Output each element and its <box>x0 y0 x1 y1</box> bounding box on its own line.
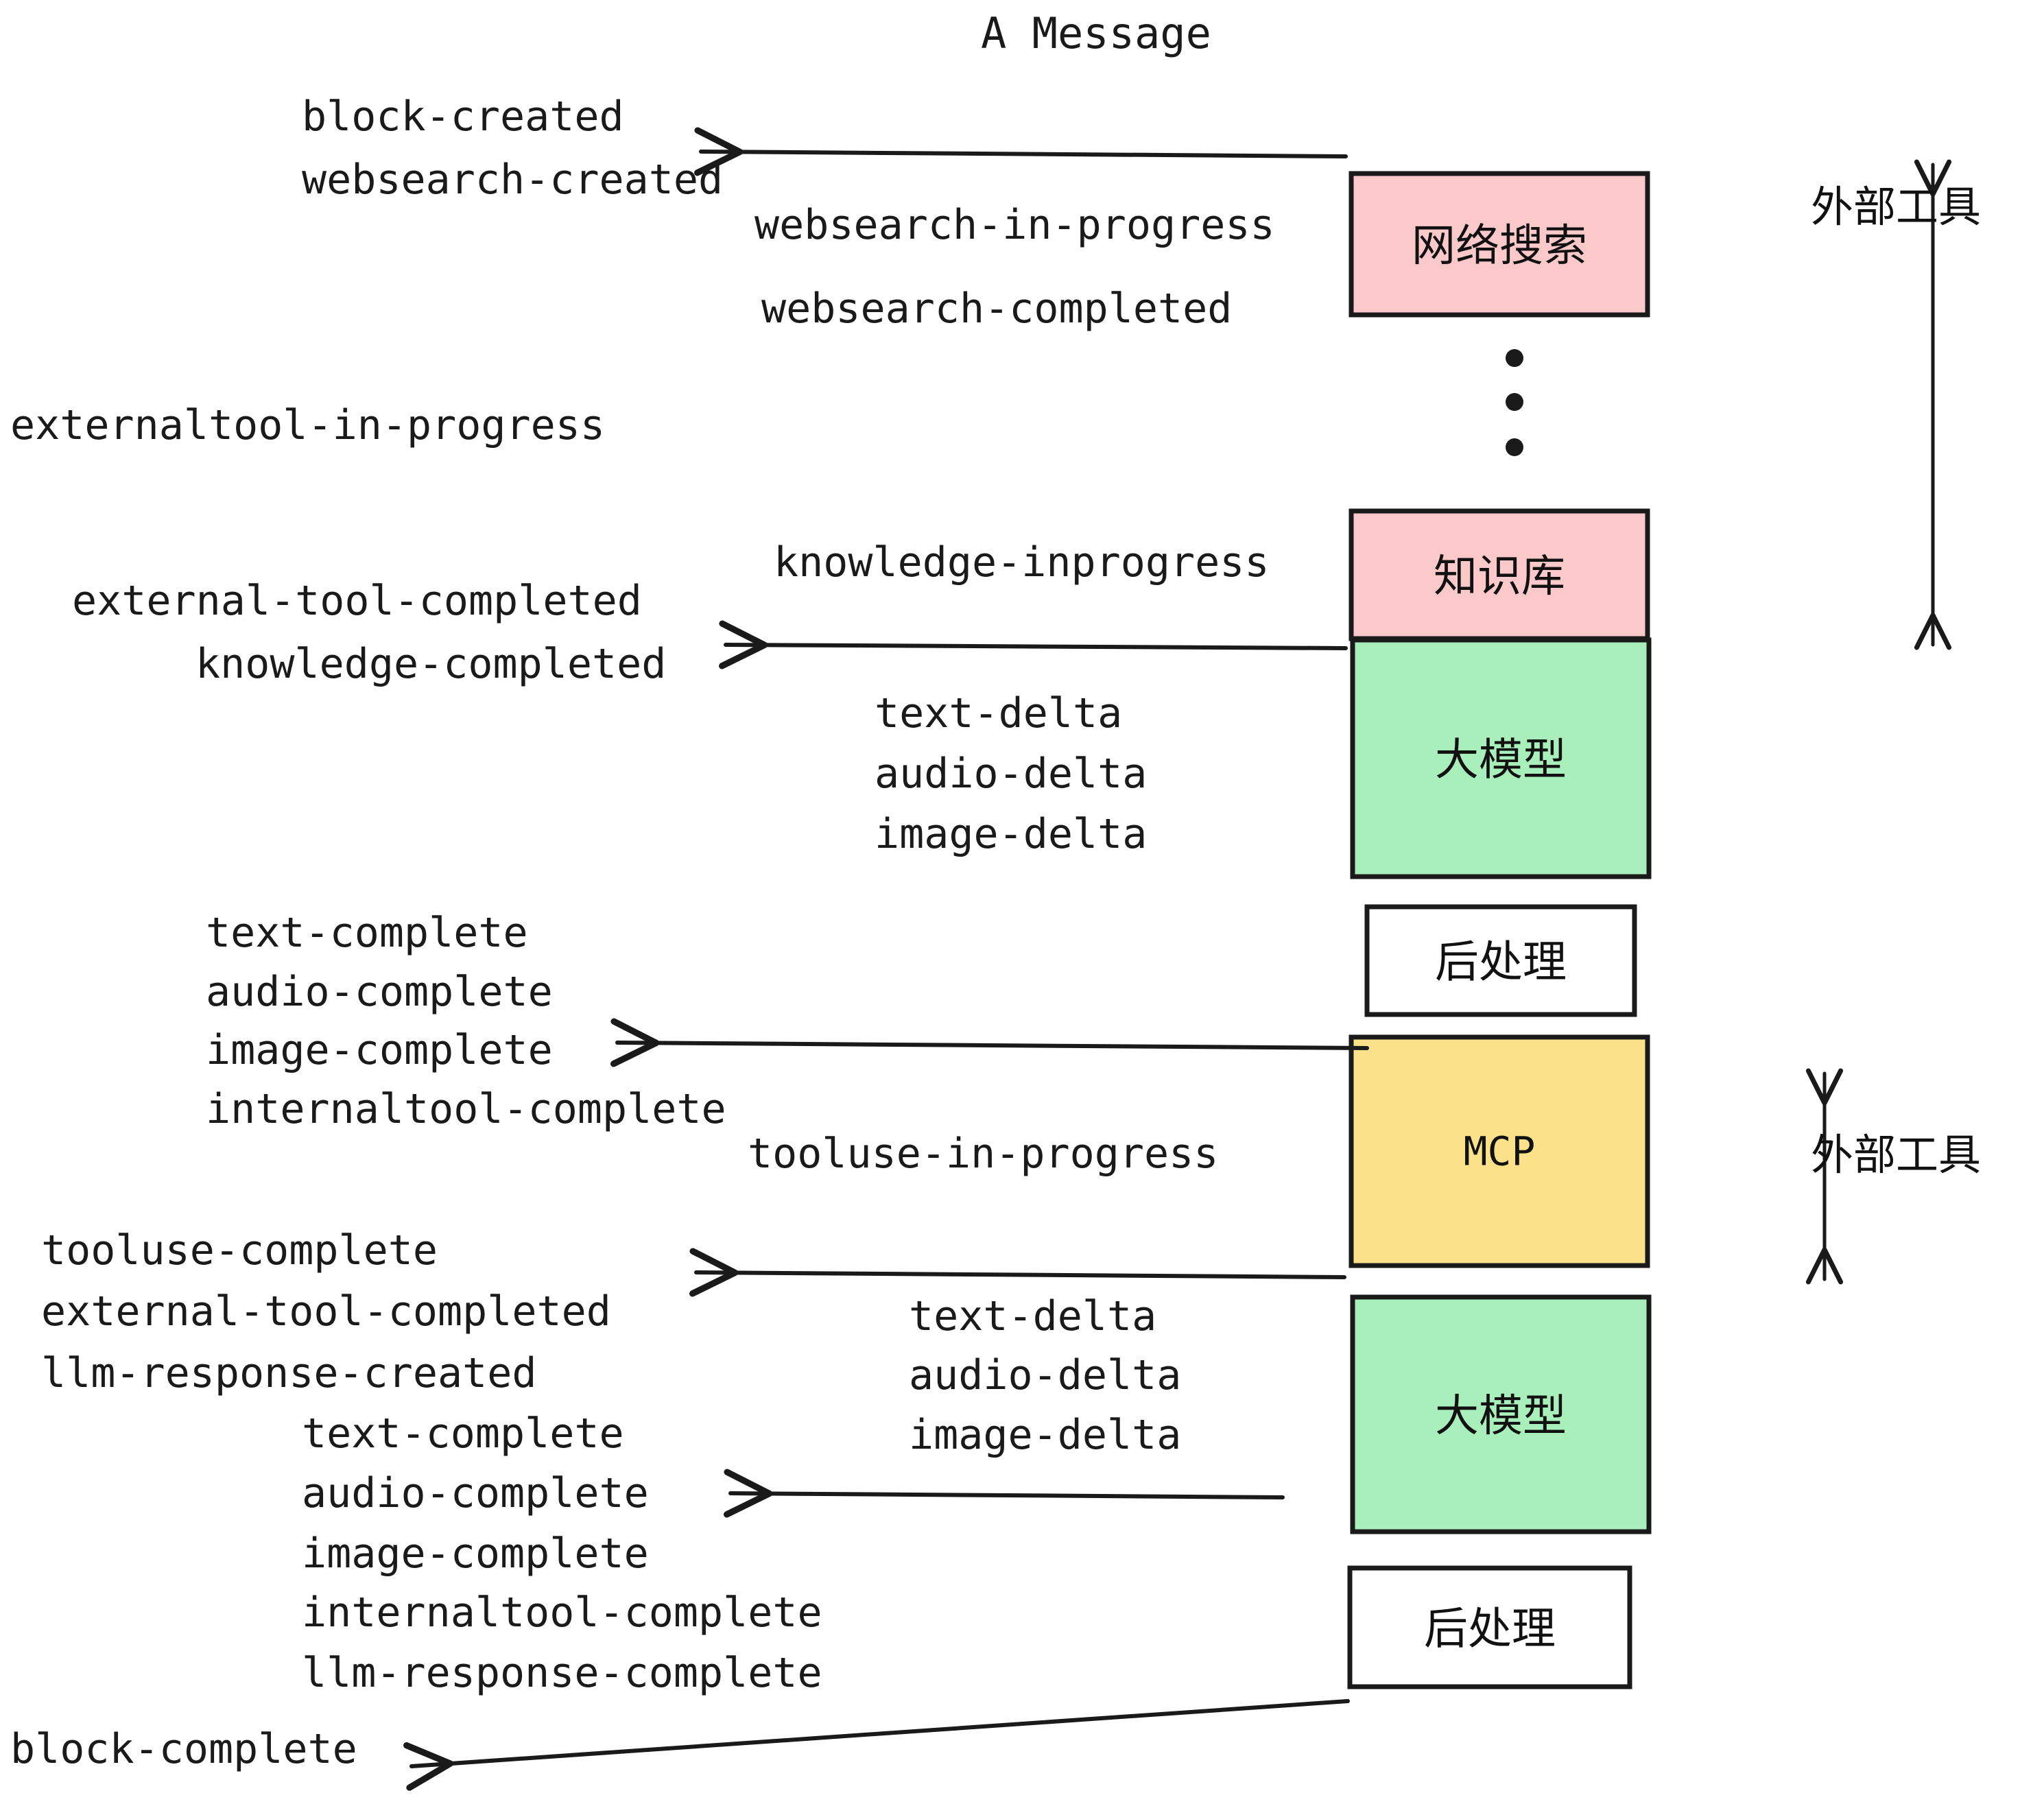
ellipsis-dot-2 <box>1506 438 1523 456</box>
event-label-websearch-in-progress: websearch-in-progress <box>754 201 1275 249</box>
event-label-websearch-created: websearch-created <box>302 156 723 204</box>
event-label-knowledge-completed: knowledge-completed <box>195 640 666 688</box>
arrow-postprocess-to-left <box>610 1018 1369 1067</box>
node-box-label: MCP <box>1464 1128 1536 1175</box>
event-label-audio-complete: audio-complete <box>302 1469 649 1517</box>
node-box-知识库-1[interactable]: 知识库 <box>1348 508 1650 641</box>
event-label-tooluse-in-progress: tooluse-in-progress <box>748 1130 1218 1178</box>
event-label-audio-delta: audio-delta <box>875 750 1147 798</box>
arrows-group <box>403 127 1369 1791</box>
event-label-audio-complete: audio-complete <box>206 968 553 1016</box>
node-box-label: 大模型 <box>1435 735 1567 786</box>
arrow-knowledge-to-left <box>719 620 1348 669</box>
node-box-label: 后处理 <box>1424 1604 1556 1655</box>
arrow-websearch-to-block <box>693 127 1348 176</box>
side-label-external-tools-0: 外部工具 <box>1811 182 1981 232</box>
event-label-websearch-completed: websearch-completed <box>761 285 1232 333</box>
node-box-后处理-3[interactable]: 后处理 <box>1364 904 1637 1017</box>
event-label-knowledge-inprogress: knowledge-inprogress <box>774 538 1269 586</box>
event-label-internaltool-complete: internaltool-complete <box>206 1085 726 1133</box>
event-label-llm-response-created: llm-response-created <box>41 1349 536 1397</box>
event-label-externaltool-in-progress: externaltool-in-progress <box>10 401 605 449</box>
event-label-block-created: block-created <box>302 93 624 141</box>
node-box-大模型-2[interactable]: 大模型 <box>1350 637 1652 879</box>
arrow-postprocess-to-block-complete <box>403 1699 1350 1791</box>
node-box-网络搜索-0[interactable]: 网络搜索 <box>1348 171 1650 318</box>
event-label-image-complete: image-complete <box>302 1530 649 1578</box>
event-label-image-delta: image-delta <box>909 1411 1181 1459</box>
event-label-text-delta: text-delta <box>875 689 1122 737</box>
event-label-llm-response-complete: llm-response-complete <box>302 1649 822 1697</box>
node-box-mcp-4[interactable]: MCP <box>1348 1034 1650 1268</box>
page-title: A Message <box>981 8 1211 58</box>
event-label-image-delta: image-delta <box>875 810 1147 858</box>
event-label-text-complete: text-complete <box>206 909 528 957</box>
node-box-label: 后处理 <box>1435 938 1567 988</box>
node-box-大模型-5[interactable]: 大模型 <box>1350 1294 1652 1534</box>
event-label-external-tool-completed: external-tool-completed <box>72 577 642 625</box>
ellipsis-dot-0 <box>1506 349 1523 367</box>
vertical-arrows-group <box>1805 159 1952 1285</box>
node-box-label: 知识库 <box>1434 551 1565 602</box>
event-label-text-delta: text-delta <box>909 1292 1156 1340</box>
node-box-后处理-6[interactable]: 后处理 <box>1347 1565 1632 1689</box>
event-label-audio-delta: audio-delta <box>909 1351 1181 1399</box>
arrow-llm-to-left <box>723 1469 1285 1518</box>
event-label-image-complete: image-complete <box>206 1026 553 1074</box>
event-label-text-complete: text-complete <box>302 1410 624 1458</box>
events-middle-group: websearch-in-progress websearch-completed… <box>748 201 1275 1459</box>
ellipsis-group <box>1506 349 1523 456</box>
ellipsis-dot-1 <box>1506 393 1523 411</box>
event-label-tooluse-complete: tooluse-complete <box>41 1226 438 1274</box>
arrow-mcp-to-left <box>689 1248 1346 1297</box>
event-label-block-complete: block-complete <box>10 1725 357 1773</box>
event-label-external-tool-completed: external-tool-completed <box>41 1287 611 1336</box>
node-box-label: 大模型 <box>1435 1391 1567 1442</box>
event-label-internaltool-complete: internaltool-complete <box>302 1589 822 1637</box>
side-label-external-tools-1: 外部工具 <box>1811 1130 1981 1180</box>
node-box-label: 网络搜索 <box>1412 221 1587 272</box>
events-left-group: block-created websearch-created externalto… <box>10 93 822 1773</box>
